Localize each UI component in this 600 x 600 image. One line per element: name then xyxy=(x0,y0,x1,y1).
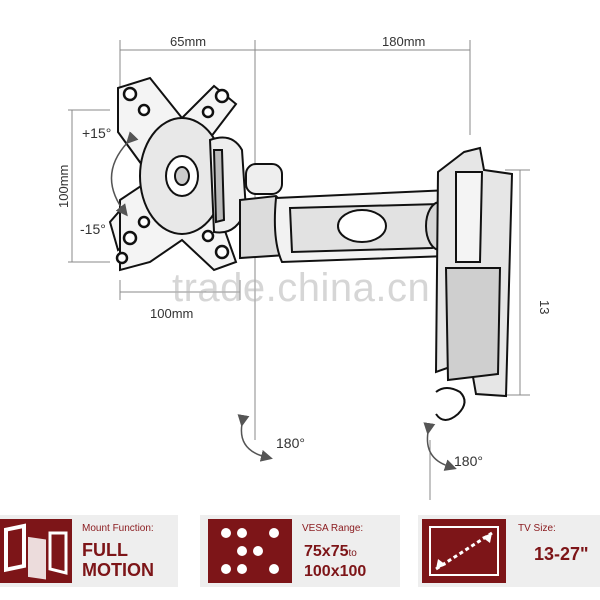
dim-top-right: 180mm xyxy=(382,34,425,49)
vesa-min: 75x75 xyxy=(304,543,349,560)
tilt-arc xyxy=(110,131,139,217)
watermark: trade.china.cn xyxy=(172,266,431,310)
dim-bottom-horizontal: 100mm xyxy=(150,306,193,321)
vesa-screw-holes xyxy=(115,86,230,265)
tv-size-value: 13-27" xyxy=(534,544,589,564)
vesa-range-value-line1: 75x75to xyxy=(304,543,357,561)
vesa-to: to xyxy=(348,548,357,559)
vesa-range-value-line2: 100x100 xyxy=(304,563,367,580)
wall-plate xyxy=(434,146,514,421)
mount-function-value-line2: MOTION xyxy=(82,560,154,580)
dimension-lines xyxy=(68,40,530,500)
mount-function-panel: Mount Function: FULL MOTION xyxy=(0,515,178,587)
dim-right-vertical: 13 xyxy=(537,300,552,314)
tv-size-panel: TV Size: 13-27" xyxy=(418,515,600,587)
mount-function-value-line1: FULL xyxy=(82,540,128,560)
mount-diagram: 65mm 180mm 100mm 100mm 13 +15° -15° 180°… xyxy=(56,34,552,500)
swivel-arcs xyxy=(237,414,457,471)
vesa-range-panel: VESA Range: 75x75to 100x100 xyxy=(200,515,400,587)
vesa-plate xyxy=(108,76,238,272)
swivel-left-label: 180° xyxy=(276,435,305,451)
vesa-range-title: VESA Range: xyxy=(302,523,364,534)
mount-function-title: Mount Function: xyxy=(82,523,154,534)
vesa-holes-icon xyxy=(208,519,292,583)
tv-size-title: TV Size: xyxy=(518,523,556,534)
full-motion-icon xyxy=(0,519,72,583)
dim-left-vertical: 100mm xyxy=(56,165,71,208)
swivel-right-label: 180° xyxy=(454,453,483,469)
tilt-up-label: +15° xyxy=(82,125,111,141)
diagonal-size-icon xyxy=(422,519,506,583)
dim-top-left: 65mm xyxy=(170,34,206,49)
feature-bar: Mount Function: FULL MOTION VESA Range: … xyxy=(0,505,600,600)
tilt-joint xyxy=(208,136,248,234)
tilt-down-label: -15° xyxy=(80,221,106,237)
